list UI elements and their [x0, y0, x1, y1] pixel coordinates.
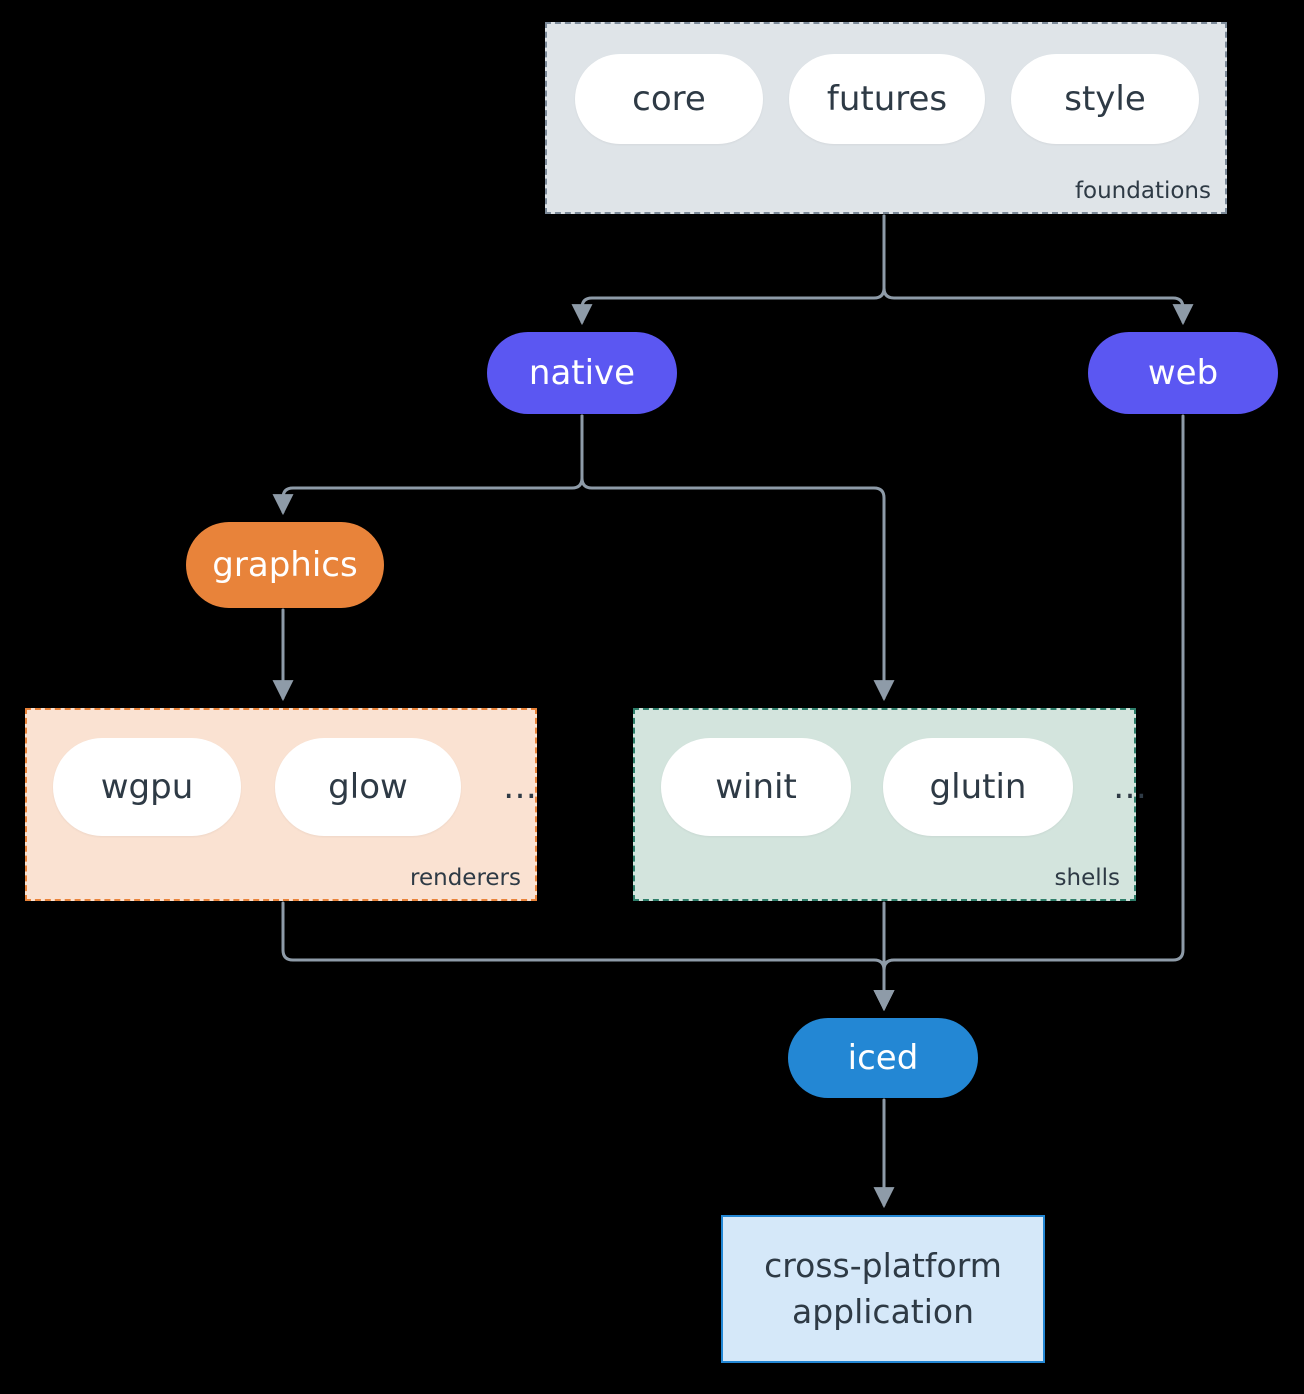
node-futures[interactable]: futures — [789, 54, 985, 144]
node-wgpu[interactable]: wgpu — [53, 738, 241, 836]
shells-members: winit glutin … — [661, 738, 1148, 836]
group-label-shells: shells — [1054, 865, 1120, 891]
node-style[interactable]: style — [1011, 54, 1199, 144]
edge-renderers-to-iced — [281, 901, 895, 1012]
node-core[interactable]: core — [575, 54, 763, 144]
edge-foundations-to-web — [882, 214, 1194, 326]
edge-native-to-graphics — [272, 414, 584, 516]
node-iced[interactable]: iced — [788, 1018, 978, 1098]
edge-foundations-to-native — [571, 214, 886, 326]
edge-native-to-shells — [580, 414, 895, 702]
group-shells: winit glutin … shells — [633, 708, 1147, 901]
node-graphics[interactable]: graphics — [186, 522, 384, 608]
node-web[interactable]: web — [1088, 332, 1278, 414]
node-glow[interactable]: glow — [275, 738, 461, 836]
group-label-foundations: foundations — [1074, 178, 1211, 204]
foundations-members: core futures style — [575, 54, 1199, 144]
node-glutin[interactable]: glutin — [883, 738, 1073, 836]
group-foundations: core futures style foundations — [545, 22, 1227, 214]
node-native[interactable]: native — [487, 332, 677, 414]
renderers-more-ellipsis: … — [503, 767, 538, 807]
renderers-members: wgpu glow … — [53, 738, 538, 836]
group-renderers: wgpu glow … renderers — [25, 708, 537, 901]
shells-more-ellipsis: … — [1113, 767, 1148, 807]
application-line-2: application — [791, 1292, 975, 1331]
application-line-1: cross-platform — [764, 1246, 1002, 1286]
node-winit[interactable]: winit — [661, 738, 851, 836]
node-cross-platform-application[interactable]: cross-platform application — [721, 1215, 1045, 1363]
group-label-renderers: renderers — [410, 865, 521, 891]
